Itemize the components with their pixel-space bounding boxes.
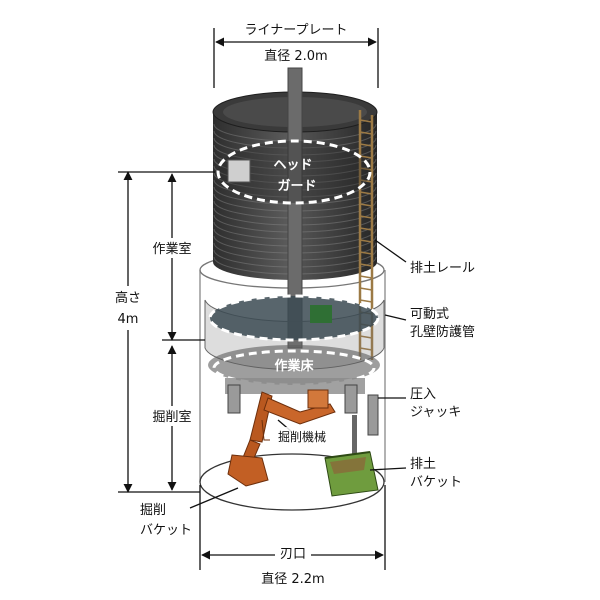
rail-rung (359, 203, 373, 207)
rail-rung (359, 119, 373, 123)
label-height-1: 高さ (115, 290, 141, 306)
label-excavator: 掘削機械 (278, 429, 326, 444)
rail-rung (359, 263, 373, 267)
label-soil-bucket-2: バケット (410, 475, 462, 490)
rail-rung (359, 179, 373, 183)
rail-rung (359, 299, 373, 303)
rail-rung (359, 215, 373, 219)
excavator-machine (227, 389, 336, 487)
head-guard-box (227, 159, 251, 183)
dimension-lines (118, 28, 407, 570)
label-height-2: 4m (118, 312, 139, 327)
label-soil-bucket-1: 排土 (410, 457, 436, 472)
label-liner-plate: ライナープレート (245, 23, 348, 38)
label-blade: 刃口 (280, 547, 306, 562)
rail-rung (359, 287, 373, 291)
rail-rung (359, 275, 373, 279)
label-liner-diameter: 直径 2.0m (264, 49, 327, 64)
rail-rung (359, 167, 373, 171)
rail-rung (359, 143, 373, 147)
rail-rung (359, 227, 373, 231)
label-bottom-diameter: 直径 2.2m (261, 572, 324, 587)
rail-rung (359, 335, 373, 339)
dig-bucket-shape (227, 454, 269, 487)
rail-rung (359, 251, 373, 255)
label-press-jack-2: ジャッキ (410, 405, 461, 420)
label-press-jack-1: 圧入 (410, 387, 436, 402)
head-guard (216, 139, 372, 205)
rail-rung (359, 131, 373, 135)
rail-rung (359, 347, 373, 351)
label-movable-1: 可動式 (410, 307, 449, 322)
label-work-floor: 作業床 (274, 358, 314, 374)
label-excavation-room: 掘削室 (152, 409, 191, 425)
blade-ring (199, 453, 385, 511)
label-dig-bucket-1: 掘削 (140, 503, 166, 518)
label-work-room: 作業室 (152, 241, 191, 257)
soil-bucket (324, 415, 379, 497)
work-floor (208, 345, 380, 394)
rail-rung (359, 191, 373, 195)
label-dig-bucket-2: バケット (140, 523, 192, 538)
press-jacks (227, 384, 379, 436)
label-soil-rail: 排土レール (410, 261, 475, 276)
rail-rung (359, 239, 373, 243)
label-head-guard-1: ヘッド (273, 158, 312, 173)
label-movable-2: 孔壁防護管 (410, 324, 475, 340)
label-head-guard-2: ガード (277, 179, 316, 194)
